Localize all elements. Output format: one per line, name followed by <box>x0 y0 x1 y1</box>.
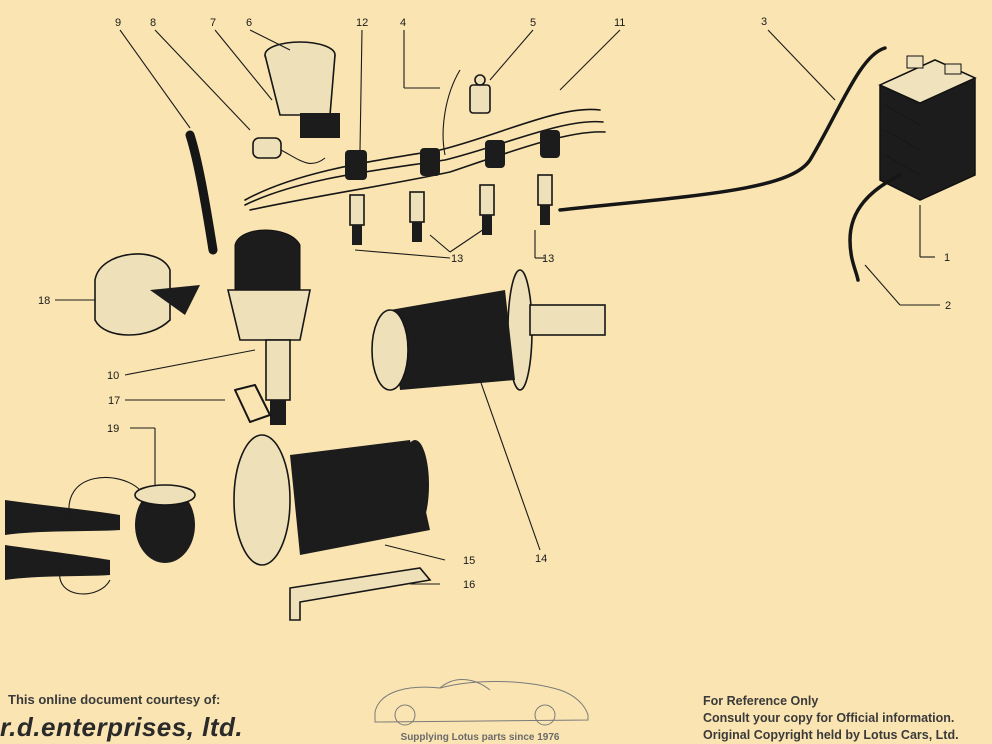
battery-positive-lead <box>558 46 887 212</box>
callout-11: 11 <box>614 17 625 29</box>
courtesy-text: This online document courtesy of: <box>8 692 221 707</box>
callout-8: 8 <box>150 17 156 29</box>
ht-leads-harness <box>244 108 606 211</box>
callout-18: 18 <box>38 295 50 307</box>
callout-2: 2 <box>945 300 951 312</box>
control-box <box>94 253 200 336</box>
callout-5: 5 <box>530 17 536 29</box>
callout-19: 19 <box>107 423 119 435</box>
battery <box>878 55 977 201</box>
battery-earth-strap <box>848 173 902 282</box>
tagline: Supplying Lotus parts since 1976 <box>400 732 560 743</box>
callout-13-left: 13 <box>451 253 463 265</box>
lotus-car-logo <box>374 679 589 726</box>
callout-6: 6 <box>246 17 252 29</box>
horns <box>5 477 196 595</box>
callout-14: 14 <box>535 553 547 565</box>
leader-lines <box>55 29 940 585</box>
spark-plugs <box>349 174 553 245</box>
callout-17: 17 <box>108 395 120 407</box>
callout-1: 1 <box>944 252 950 264</box>
distributor <box>226 229 311 425</box>
ignition-coil <box>264 41 340 138</box>
distributor-gasket <box>234 384 271 423</box>
callout-9: 9 <box>115 17 121 29</box>
starter-motor <box>371 269 606 391</box>
dynamo <box>233 434 430 566</box>
callout-7: 7 <box>210 17 216 29</box>
callout-4: 4 <box>400 17 406 29</box>
callout-15: 15 <box>463 555 475 567</box>
callout-3: 3 <box>761 16 767 28</box>
callout-13-right: 13 <box>542 253 554 265</box>
callout-10: 10 <box>107 370 119 382</box>
condenser <box>252 137 326 164</box>
reference-line-3: Original Copyright held by Lotus Cars, L… <box>703 728 959 742</box>
reference-line-1: For Reference Only <box>703 694 819 708</box>
dynamo-bracket <box>289 567 432 621</box>
callout-16: 16 <box>463 579 475 591</box>
reference-line-2: Consult your copy for Official informati… <box>703 711 955 725</box>
reference-notice: For Reference Only Consult your copy for… <box>703 693 959 744</box>
oil-pressure-switch <box>469 74 491 114</box>
company-name: r.d.enterprises, ltd. <box>0 712 244 742</box>
coil-ht-lead <box>185 130 218 255</box>
callout-12: 12 <box>356 17 368 29</box>
switch-lead <box>442 69 461 156</box>
